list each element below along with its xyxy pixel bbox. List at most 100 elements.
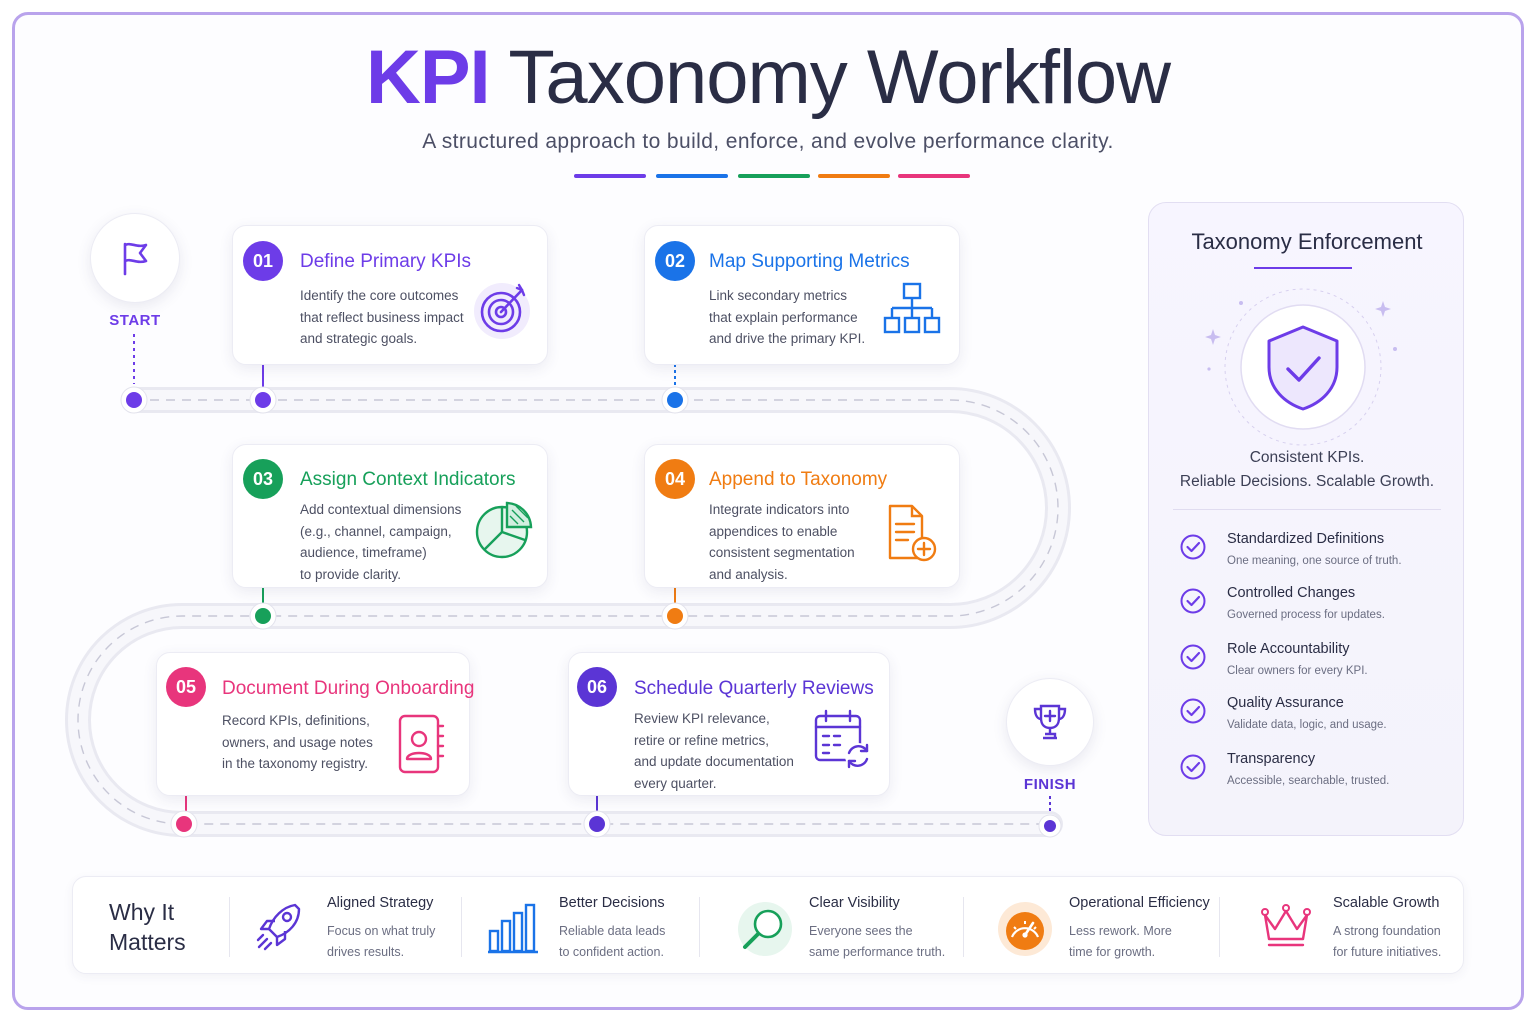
why-item-aligned-strategy: Aligned Strategy Focus on what truly dri… bbox=[255, 893, 455, 963]
why-item-description: A strong foundation for future initiativ… bbox=[1333, 924, 1442, 959]
enforcement-item-subtitle: Accessible, searchable, trusted. bbox=[1227, 775, 1390, 787]
step-card-04 bbox=[644, 444, 960, 588]
pie-chart-icon bbox=[475, 501, 533, 559]
enforcement-item: Quality Assurance Validate data, logic, … bbox=[1179, 695, 1449, 741]
enforcement-item-title: Quality Assurance bbox=[1227, 695, 1344, 711]
why-heading: Why It Matters bbox=[109, 899, 186, 955]
check-circle-icon bbox=[1180, 754, 1206, 780]
step-title-04: Append to Taxonomy bbox=[709, 469, 888, 490]
step-desc-03: Add contextual dimensions (e.g., channel… bbox=[300, 502, 462, 582]
bar-chart-icon bbox=[488, 903, 538, 954]
flag-icon bbox=[123, 242, 148, 276]
road-dot-start bbox=[120, 386, 148, 414]
document-add-icon bbox=[888, 504, 937, 562]
why-separator bbox=[963, 897, 964, 957]
finish-label: FINISH bbox=[1023, 776, 1077, 793]
check-circle-icon bbox=[1180, 534, 1206, 560]
road-dot-04 bbox=[661, 602, 689, 630]
step-desc-04: Integrate indicators into appendices to … bbox=[709, 502, 855, 582]
start-node bbox=[90, 213, 180, 303]
accent-bar-green bbox=[738, 174, 810, 178]
why-item-description: Less rework. More time for growth. bbox=[1069, 924, 1172, 959]
step-icon-02 bbox=[880, 280, 944, 345]
why-item-title: Operational Efficiency bbox=[1069, 895, 1210, 911]
start-label: START bbox=[109, 312, 161, 329]
step-title-05: Document During Onboarding bbox=[222, 678, 475, 699]
enforcement-item: Controlled Changes Governed process for … bbox=[1179, 585, 1449, 631]
title-accent: KPI bbox=[365, 35, 491, 120]
enforcement-item-title: Standardized Definitions bbox=[1227, 531, 1385, 547]
step-badge-01: 01 bbox=[243, 241, 283, 281]
enforcement-title-underline bbox=[1254, 267, 1352, 269]
magnifier-icon bbox=[738, 902, 792, 956]
step-icon-05 bbox=[394, 712, 450, 781]
step-icon-03 bbox=[474, 500, 534, 565]
step-badge-03: 03 bbox=[243, 459, 283, 499]
why-item-title: Scalable Growth bbox=[1333, 895, 1440, 911]
enforcement-tagline-1: Consistent KPIs. bbox=[1249, 449, 1365, 466]
page-title: KPI Taxonomy Workflow bbox=[0, 40, 1536, 116]
enforcement-item: Role Accountability Clear owners for eve… bbox=[1179, 641, 1449, 687]
step-badge-02: 02 bbox=[655, 241, 695, 281]
step-card-02 bbox=[644, 225, 960, 365]
step-desc-02: Link secondary metrics that explain perf… bbox=[709, 288, 866, 346]
why-separator bbox=[1219, 897, 1220, 957]
page-subtitle: A structured approach to build, enforce,… bbox=[422, 130, 1114, 153]
why-item-title: Better Decisions bbox=[559, 895, 665, 911]
step-badge-06: 06 bbox=[577, 667, 617, 707]
shield-check-icon bbox=[1205, 288, 1397, 446]
enforcement-item-subtitle: Validate data, logic, and usage. bbox=[1227, 719, 1387, 731]
road-dot-06 bbox=[583, 810, 611, 838]
step-card-06 bbox=[568, 652, 890, 796]
step-desc-01: Identify the core outcomes that reflect … bbox=[300, 288, 464, 346]
gauge-icon bbox=[998, 902, 1052, 956]
step-icon-01 bbox=[472, 280, 532, 345]
step-title-01: Define Primary KPIs bbox=[300, 251, 472, 272]
road-dot-02 bbox=[661, 386, 689, 414]
finish-node bbox=[1006, 678, 1094, 766]
step-desc-05: Record KPIs, definitions, owners, and us… bbox=[222, 713, 373, 771]
step-title-02: Map Supporting Metrics bbox=[709, 251, 910, 272]
road-dot-05 bbox=[170, 810, 198, 838]
why-item-title: Aligned Strategy bbox=[327, 895, 434, 911]
why-item-description: Everyone sees the same performance truth… bbox=[809, 924, 946, 959]
enforcement-item-title: Controlled Changes bbox=[1227, 585, 1356, 601]
step-title-03: Assign Context Indicators bbox=[300, 469, 516, 490]
enforcement-item-title: Role Accountability bbox=[1227, 641, 1350, 657]
why-separator bbox=[461, 897, 462, 957]
why-it-matters: Why It Matters Aligned Strategy Focus on… bbox=[72, 876, 1464, 974]
why-item-scalable-growth: Scalable Growth A strong foundation for … bbox=[1261, 893, 1457, 963]
check-circle-icon bbox=[1180, 698, 1206, 724]
accent-bar-pink bbox=[898, 174, 970, 178]
enforcement-divider bbox=[1173, 509, 1441, 510]
enforcement-panel: Taxonomy Enforcement Consistent KPIs. Re… bbox=[1148, 202, 1464, 836]
check-circle-icon bbox=[1180, 644, 1206, 670]
step-icon-06 bbox=[812, 708, 874, 777]
enforcement-item-title: Transparency bbox=[1227, 751, 1316, 767]
enforcement-tagline-2: Reliable Decisions. Scalable Growth. bbox=[1179, 473, 1435, 490]
step-badge-04: 04 bbox=[655, 459, 695, 499]
enforcement-item-subtitle: Clear owners for every KPI. bbox=[1227, 665, 1368, 677]
road-dot-01 bbox=[249, 386, 277, 414]
road-dot-finish bbox=[1038, 814, 1062, 838]
check-circle-icon bbox=[1180, 588, 1206, 614]
enforcement-item: Standardized Definitions One meaning, on… bbox=[1179, 531, 1449, 577]
step-badge-05: 05 bbox=[166, 667, 206, 707]
road-dot-03 bbox=[249, 602, 277, 630]
why-separator bbox=[699, 897, 700, 957]
why-separator bbox=[229, 897, 230, 957]
target-icon bbox=[474, 283, 530, 339]
accent-bar-purple bbox=[574, 174, 646, 178]
enforcement-item: Transparency Accessible, searchable, tru… bbox=[1179, 751, 1449, 797]
enforcement-item-subtitle: One meaning, one source of truth. bbox=[1227, 555, 1402, 567]
contact-book-icon bbox=[398, 714, 445, 774]
crown-icon bbox=[1261, 904, 1311, 947]
why-item-clear-visibility: Clear Visibility Everyone sees the same … bbox=[737, 893, 957, 963]
accent-bar-blue bbox=[656, 174, 728, 178]
why-item-better-decisions: Better Decisions Reliable data leads to … bbox=[487, 893, 687, 963]
why-item-operational-efficiency: Operational Efficiency Less rework. More… bbox=[997, 893, 1210, 963]
why-item-title: Clear Visibility bbox=[809, 895, 900, 911]
accent-bar-orange bbox=[818, 174, 890, 178]
title-rest: Taxonomy Workflow bbox=[489, 35, 1171, 120]
